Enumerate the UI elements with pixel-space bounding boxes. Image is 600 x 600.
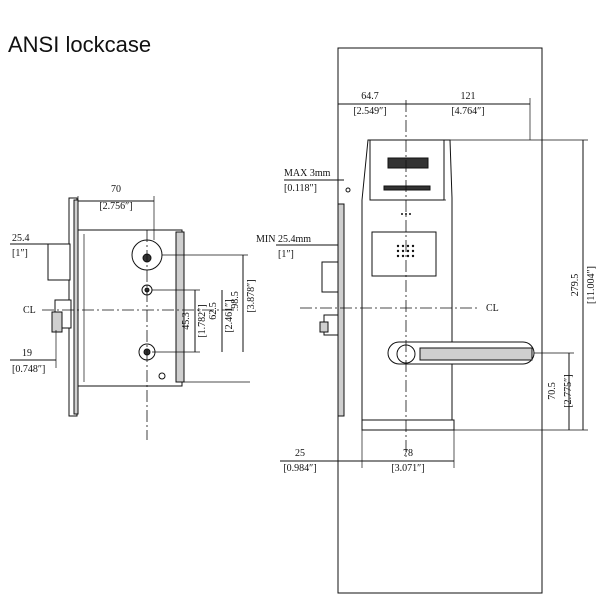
latch-protrusion — [47, 243, 71, 281]
front-handle-in: [2.775″] — [563, 374, 574, 407]
front-top-left-in: [2.549″] — [353, 106, 386, 117]
front-top-right-in: [4.764″] — [451, 106, 484, 117]
lever-handle-grip — [419, 347, 533, 361]
side-spacing3-mm: 98.5 — [230, 291, 241, 309]
front-top-right-mm: 121 — [461, 91, 476, 102]
front-latch — [321, 261, 339, 293]
front-min-label: MIN 25.4mm — [256, 234, 311, 245]
card-slot-lower — [383, 185, 431, 191]
side-left-offset-mm: 25.4 — [12, 233, 30, 244]
front-view: CL 64.7 [2.549″] 121 [4.764″] MAX 3mm [0… — [256, 47, 597, 594]
diagram-title: ANSI lockcase — [8, 32, 152, 57]
front-height-in: [11.004″] — [586, 266, 597, 304]
front-max-in: [0.118″] — [284, 183, 317, 194]
auxiliary-latch — [51, 311, 63, 333]
front-bottom-right-mm: 78 — [403, 448, 413, 459]
side-spacing3-in: [3.878″] — [246, 279, 257, 312]
side-bottom-offset-in: [0.748″] — [12, 364, 45, 375]
side-view: 70 [2.756″] 25.4 [1″] CL 19 [0.748″] 45.… — [10, 184, 257, 440]
front-bottom-left-in: [0.984″] — [283, 463, 316, 474]
side-centerline-label: CL — [23, 305, 36, 316]
side-spacing1-mm: 45.3 — [181, 312, 192, 330]
front-handle-mm: 70.5 — [547, 382, 558, 400]
side-left-offset-in: [1″] — [12, 248, 28, 259]
side-spacing2-mm: 62.5 — [208, 302, 219, 320]
front-height-mm: 279.5 — [570, 274, 581, 297]
front-bottom-left-mm: 25 — [295, 448, 305, 459]
keypad-panel — [371, 231, 437, 277]
side-case-body — [77, 229, 183, 387]
front-base — [361, 419, 455, 431]
front-centerline-label: CL — [486, 303, 499, 314]
card-reader-top — [369, 139, 445, 201]
front-faceplate — [337, 203, 345, 417]
front-top-left-mm: 64.7 — [361, 91, 379, 102]
side-spacing1-in: [1.782″] — [197, 304, 208, 337]
side-width-mm: 70 — [111, 184, 121, 195]
card-slot — [387, 157, 429, 169]
side-faceplate-edge — [73, 199, 79, 415]
front-bottom-right-in: [3.071″] — [391, 463, 424, 474]
front-min-in: [1″] — [278, 249, 294, 260]
side-width-in: [2.756″] — [99, 201, 132, 212]
screw-hole-lower — [158, 372, 166, 380]
side-bottom-offset-mm: 19 — [22, 348, 32, 359]
side-spacing2-in: [2.461″] — [224, 299, 235, 332]
front-max-label: MAX 3mm — [284, 168, 331, 179]
side-case-back — [175, 231, 185, 383]
